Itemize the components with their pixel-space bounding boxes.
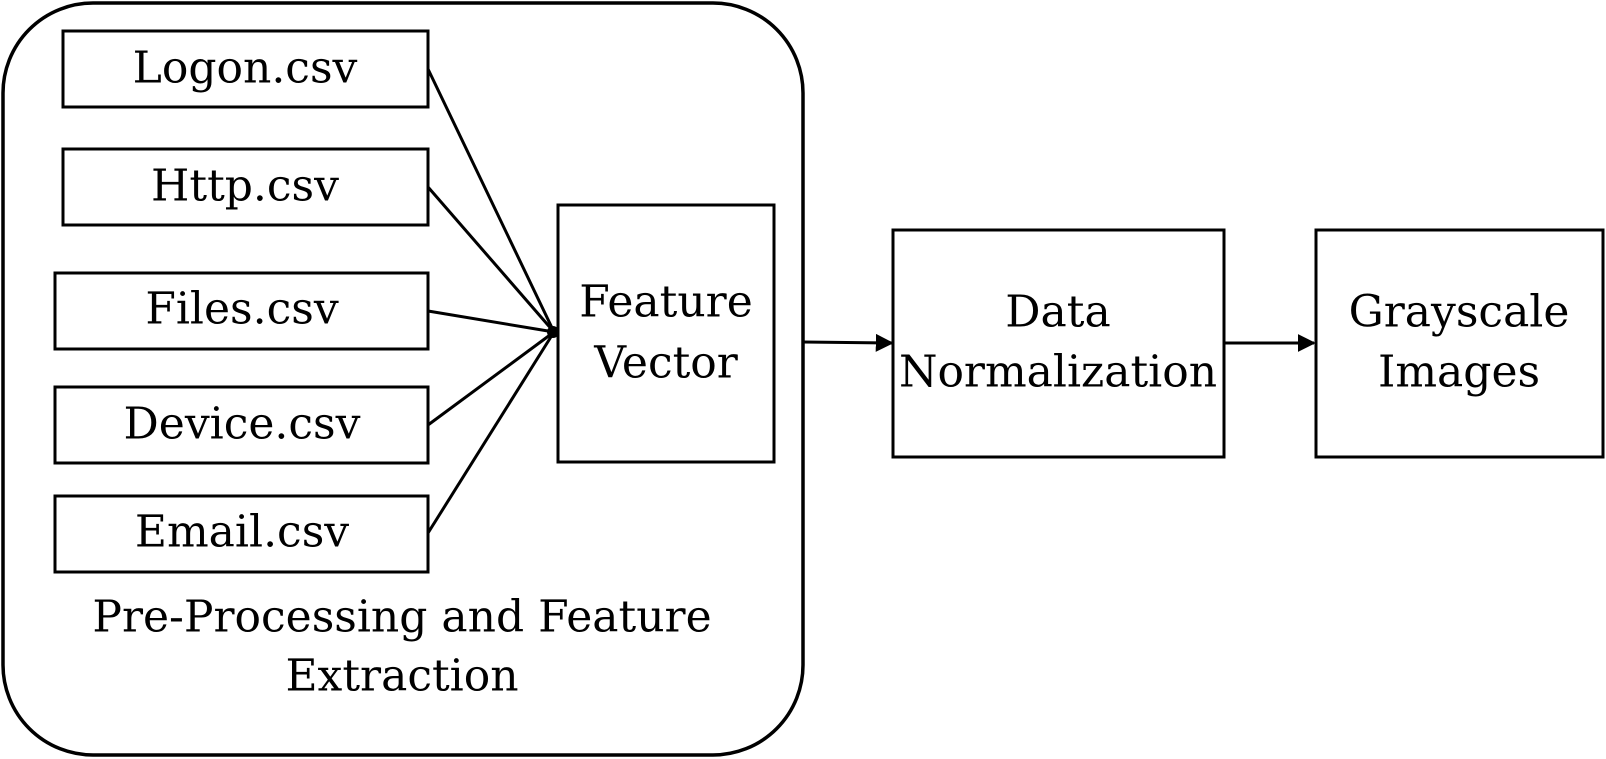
email-csv-label: Email.csv — [135, 507, 349, 558]
device-csv-label: Device.csv — [124, 399, 361, 450]
junction-dot — [547, 326, 559, 338]
files-csv-label: Files.csv — [145, 284, 339, 335]
edge-device-to-feature — [427, 330, 555, 427]
data-normalization-box — [891, 228, 1226, 459]
edge-files-to-feature — [427, 309, 555, 334]
data-normalization-label-line1: Data — [1005, 287, 1110, 338]
arrow-to-normalization — [802, 333, 894, 352]
files-csv-box — [53, 271, 430, 351]
group-caption-line1: Pre-Processing and Feature — [92, 592, 711, 643]
grayscale-images-label-line1: Grayscale — [1349, 287, 1570, 338]
logon-csv-label: Logon.csv — [133, 43, 358, 94]
edge-logon-to-feature — [426, 68, 556, 333]
email-csv-box — [53, 494, 430, 574]
logon-csv-box — [61, 29, 430, 109]
group-caption-line2: Extraction — [285, 651, 518, 702]
data-normalization-label-line2: Normalization — [899, 347, 1217, 398]
edge-http-to-feature — [426, 186, 556, 333]
feature-vector-box — [556, 203, 776, 464]
device-csv-box — [53, 385, 430, 465]
feature-vector-label-line2: Vector — [593, 338, 739, 389]
http-csv-box — [61, 147, 430, 227]
http-csv-label: Http.csv — [151, 161, 339, 212]
feature-vector-label-line1: Feature — [579, 277, 753, 328]
grayscale-images-box — [1314, 228, 1605, 459]
grayscale-images-label-line2: Images — [1378, 347, 1540, 398]
edge-email-to-feature — [426, 331, 556, 534]
